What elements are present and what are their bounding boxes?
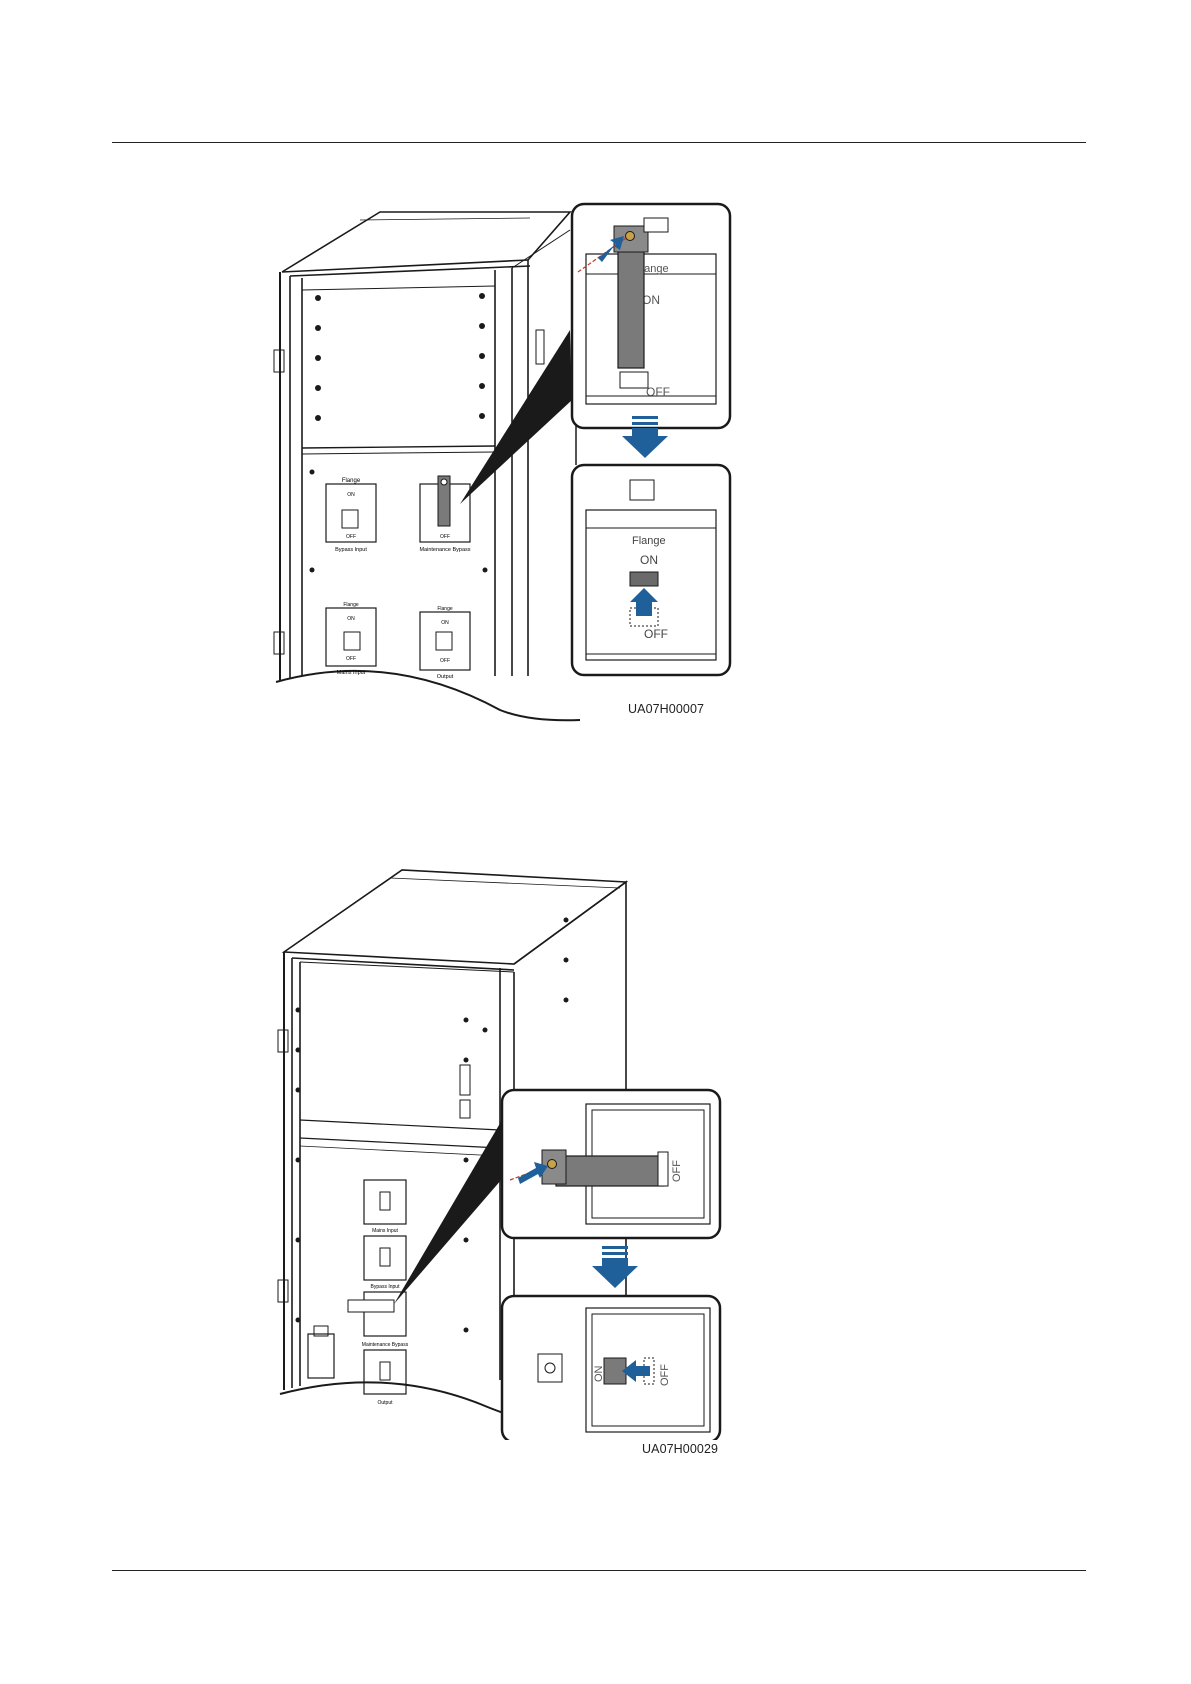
- callout-bottom-1-off: OFF: [644, 627, 668, 641]
- callout-bottom-2-off: OFF: [659, 1364, 671, 1386]
- callout-top-1-on: ON: [642, 293, 660, 307]
- label-bypass-input-1: Bypass Input: [335, 547, 367, 553]
- figure-2-id: UA07H00029: [642, 1442, 718, 1456]
- callout-top-2-off: OFF: [671, 1160, 683, 1182]
- label-mains-input-2: Mains Input: [372, 1228, 398, 1234]
- callout-top-1-off: OFF: [646, 385, 670, 399]
- label-maintenance-bypass-2: Maintenance Bypass: [362, 1342, 409, 1348]
- label-on-4: ON: [441, 620, 449, 626]
- label-flange-1: Flange: [342, 478, 361, 484]
- label-output-2: Output: [377, 1400, 393, 1406]
- label-off-3: OFF: [346, 656, 356, 662]
- label-output-1: Output: [437, 674, 454, 680]
- label-bypass-input-2: Bypass Input: [371, 1284, 401, 1290]
- callout-top-2: OFF: [502, 1090, 720, 1238]
- label-mains-input-1: Mains Input: [337, 670, 366, 676]
- label-on-1: ON: [347, 492, 355, 498]
- header-rule: [112, 142, 1086, 143]
- callout-top-1: Flange ON OFF: [572, 204, 730, 428]
- figure-1-id: UA07H00007: [628, 702, 704, 716]
- label-off-4: OFF: [440, 658, 450, 664]
- callout-bottom-1: Flange ON OFF: [572, 465, 730, 675]
- label-on-3: ON: [347, 616, 355, 622]
- callout-bottom-1-flange: Flange: [632, 535, 666, 547]
- label-flange-4: Flange: [437, 606, 453, 612]
- footer-rule: [112, 1570, 1086, 1571]
- label-off-2: OFF: [440, 534, 450, 540]
- label-maintenance-bypass-1: Maintenance Bypass: [419, 547, 470, 553]
- label-flange-3: Flange: [343, 602, 359, 608]
- figure-1-illustration: Flange ON OFF Bypass Input OFF Maintenan…: [270, 200, 750, 760]
- figure-2-illustration: Mains Input Bypass Input Maintenance Byp…: [270, 860, 760, 1440]
- down-arrow-icon-2: [592, 1246, 638, 1288]
- callout-bottom-2: ON OFF: [502, 1296, 720, 1440]
- label-off-1: OFF: [346, 534, 356, 540]
- figure-2: Mains Input Bypass Input Maintenance Byp…: [270, 860, 760, 1440]
- figure-1: Flange ON OFF Bypass Input OFF Maintenan…: [270, 200, 750, 760]
- callout-bottom-2-on: ON: [593, 1365, 605, 1382]
- callout-bottom-1-on: ON: [640, 553, 658, 567]
